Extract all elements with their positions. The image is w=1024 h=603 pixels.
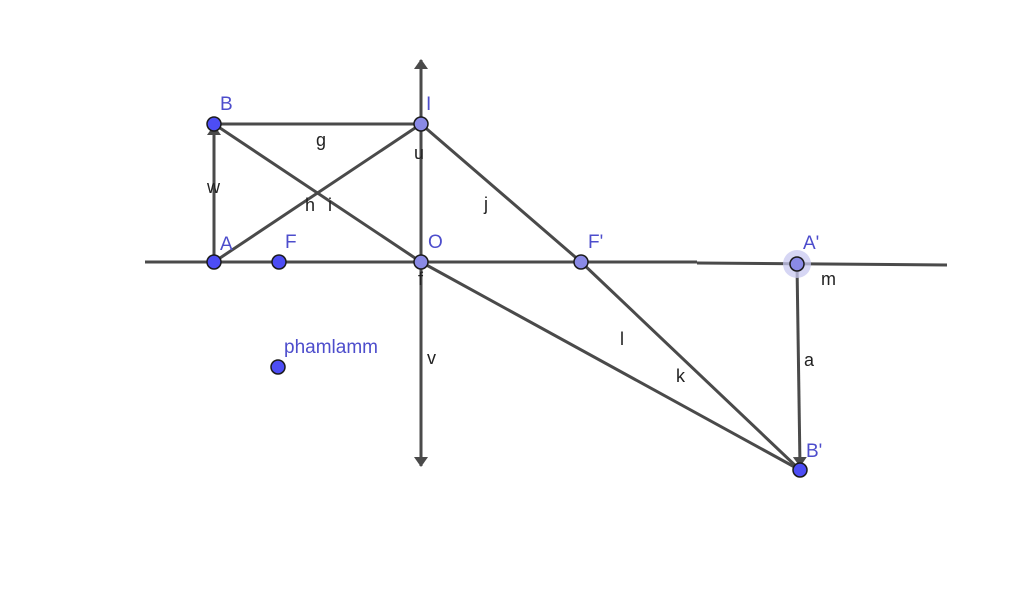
label-segment-h: h [305, 195, 315, 215]
point-O[interactable] [413, 254, 429, 270]
principal-axis-extension[interactable] [696, 261, 948, 267]
label-segment-i: i [328, 195, 332, 215]
label-segment-j: j [483, 194, 488, 214]
segment-k[interactable] [579, 260, 802, 472]
label-segment-k: k [676, 366, 686, 386]
label-segment-g: g [316, 130, 326, 150]
label-segment-u: u [414, 143, 424, 163]
segment-l[interactable] [420, 260, 801, 472]
point-I[interactable] [413, 116, 429, 132]
label-point-phamlamm: phamlamm [284, 337, 378, 358]
image-arrow-a[interactable] [792, 263, 807, 467]
point-phamlamm[interactable] [270, 359, 286, 375]
label-point-F: F [285, 232, 297, 253]
label-point-B: B [220, 94, 233, 115]
label-segment-w: w [206, 177, 221, 197]
label-point-O: O [428, 232, 443, 253]
label-segment-a: a [804, 350, 815, 370]
point-F-prime[interactable] [573, 254, 589, 270]
label-point-B-prime: B' [806, 441, 822, 462]
segment-i[interactable] [213, 122, 422, 264]
label-point-A-prime: A' [803, 233, 819, 254]
label-point-A: A [220, 234, 233, 255]
point-F[interactable] [271, 254, 287, 270]
label-segment-m: m [821, 269, 836, 289]
segment-j[interactable] [420, 122, 582, 264]
point-A-prime[interactable] [789, 256, 805, 272]
label-segment-l: l [620, 329, 624, 349]
point-B-prime[interactable] [792, 462, 808, 478]
point-A[interactable] [206, 254, 222, 270]
label-segment-f: f [418, 269, 424, 289]
label-point-I: I [426, 94, 431, 115]
label-segment-v: v [427, 348, 436, 368]
label-point-F-prime: F' [588, 232, 603, 253]
point-B[interactable] [206, 116, 222, 132]
